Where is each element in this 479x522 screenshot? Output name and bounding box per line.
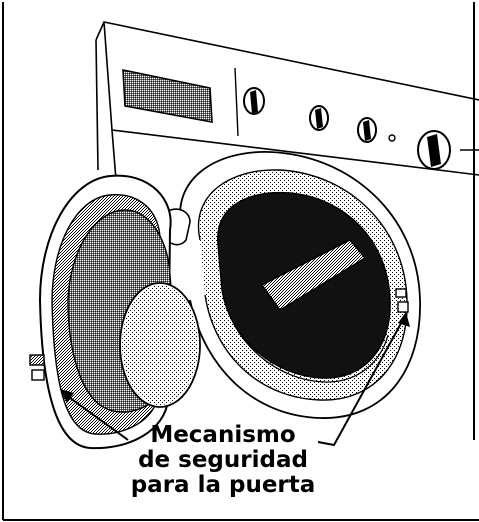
program-selector-knob bbox=[418, 131, 450, 169]
indicator-light bbox=[389, 135, 395, 141]
callout-caption: Mecanismo de seguridad para la puerta bbox=[118, 423, 328, 498]
porthole-ring bbox=[180, 152, 420, 418]
control-knob-3 bbox=[358, 118, 376, 142]
caption-line-2: de seguridad bbox=[118, 448, 328, 473]
control-knob-1 bbox=[244, 88, 264, 114]
control-knob-2 bbox=[310, 106, 328, 130]
caption-line-1: Mecanismo bbox=[118, 423, 328, 448]
detergent-drawer bbox=[123, 70, 212, 122]
door-latch bbox=[30, 355, 44, 380]
caption-line-3: para la puerta bbox=[118, 473, 328, 498]
